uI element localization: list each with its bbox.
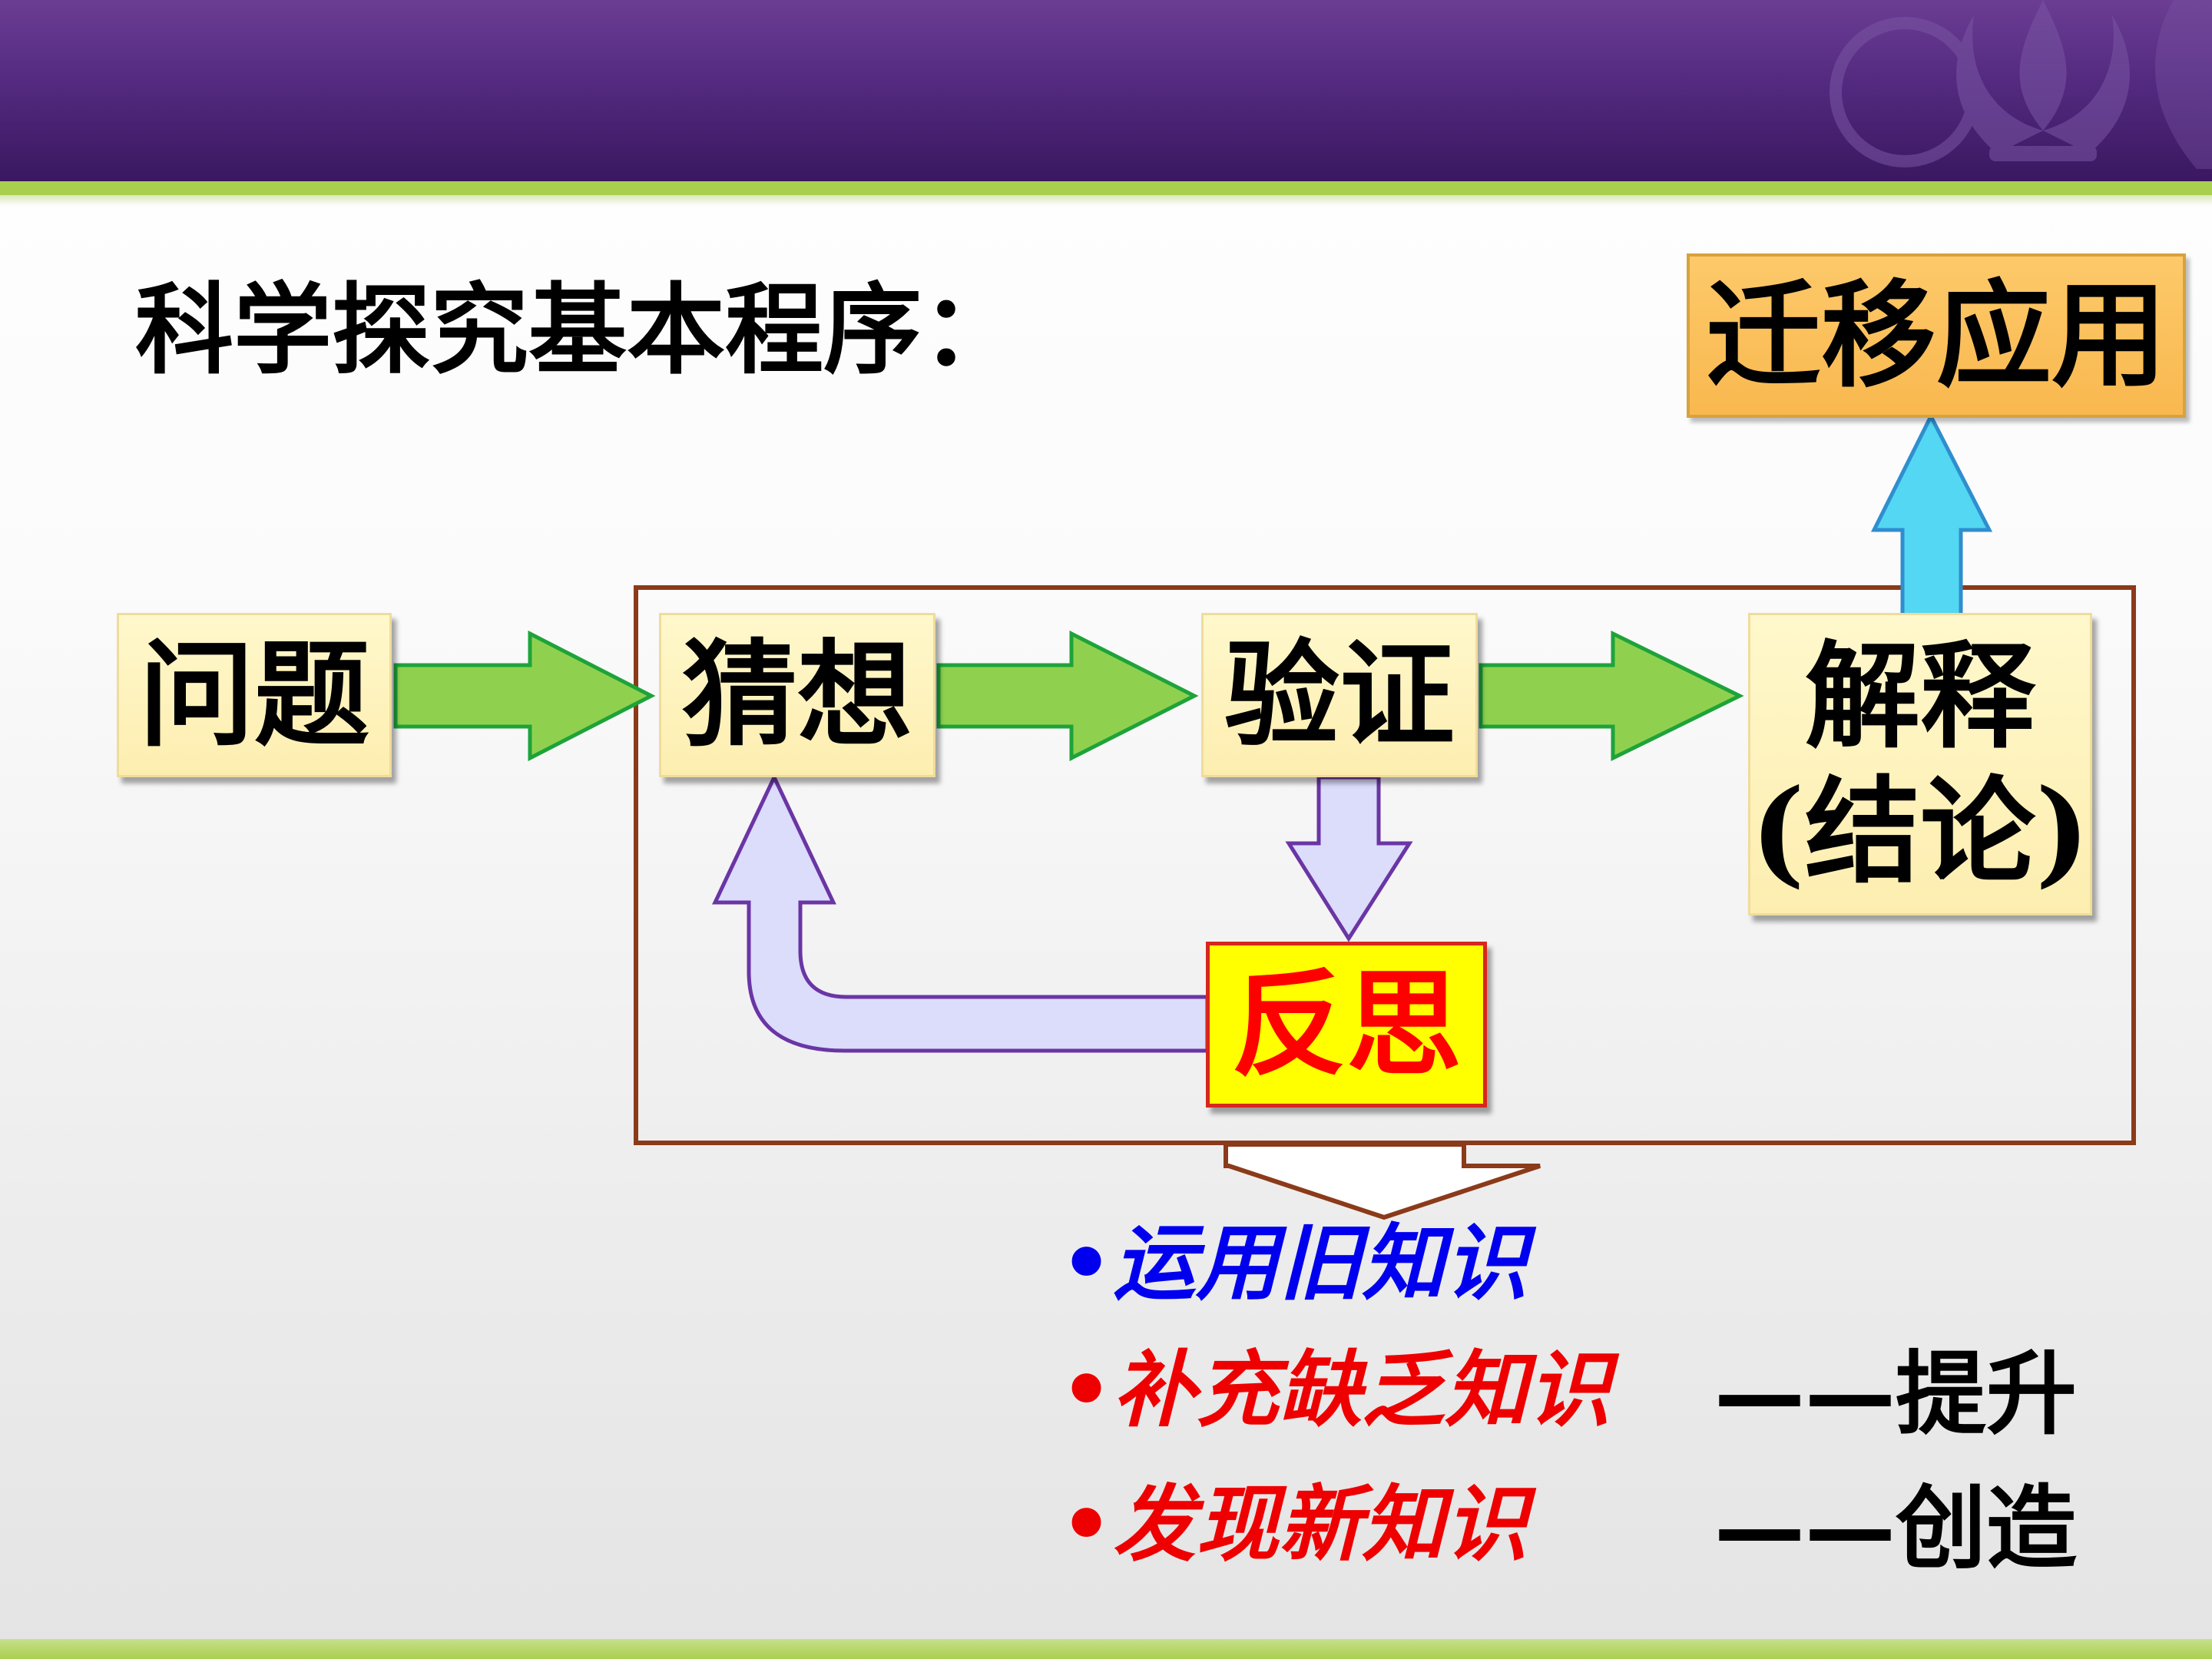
knowledge-item-old: •运用旧知识 bbox=[1060, 1215, 1528, 1312]
slide-title: 科学探究基本程序： bbox=[135, 273, 1021, 388]
step-reflect-label: 反思 bbox=[1230, 957, 1462, 1092]
fleur-de-lis-watermark-icon bbox=[1830, 0, 2212, 169]
suffix-create: ——创造 bbox=[1714, 1475, 2078, 1581]
header-accent-line bbox=[0, 181, 2212, 195]
arrow-question-to-hypothesis bbox=[393, 630, 656, 762]
step-explain-sublabel: (结论) bbox=[1750, 764, 2090, 899]
step-hypothesis: 猜想 bbox=[659, 613, 935, 777]
header-band bbox=[0, 0, 2212, 181]
step-question: 问题 bbox=[117, 613, 392, 777]
step-reflect: 反思 bbox=[1206, 942, 1487, 1108]
step-question-label: 问题 bbox=[138, 628, 369, 763]
bracket-down-arrow bbox=[1224, 1142, 1541, 1220]
suffix-improve: ——提升 bbox=[1714, 1341, 2078, 1447]
step-hypothesis-label: 猜想 bbox=[681, 628, 912, 763]
footer-accent-line bbox=[0, 1639, 2212, 1659]
step-apply-label: 迁移应用 bbox=[1705, 268, 2167, 403]
arrow-verify-to-explain bbox=[1479, 630, 1744, 762]
arrow-reflect-to-hypothesis bbox=[712, 773, 1210, 1053]
step-verify-label: 验证 bbox=[1224, 628, 1455, 763]
step-verify: 验证 bbox=[1201, 613, 1478, 777]
arrow-explain-to-apply bbox=[1870, 412, 1993, 624]
arrow-verify-to-reflect bbox=[1285, 775, 1413, 942]
knowledge-item-new: •发现新知识 bbox=[1060, 1476, 1528, 1573]
step-apply: 迁移应用 bbox=[1687, 253, 2186, 418]
step-explain-label: 解释 bbox=[1804, 629, 2035, 764]
knowledge-item-supplement: •补充缺乏知识 bbox=[1060, 1342, 1611, 1439]
step-explain: 解释 (结论) bbox=[1748, 613, 2092, 916]
arrow-hypothesis-to-verify bbox=[936, 630, 1199, 762]
header-shadow bbox=[0, 195, 2212, 206]
